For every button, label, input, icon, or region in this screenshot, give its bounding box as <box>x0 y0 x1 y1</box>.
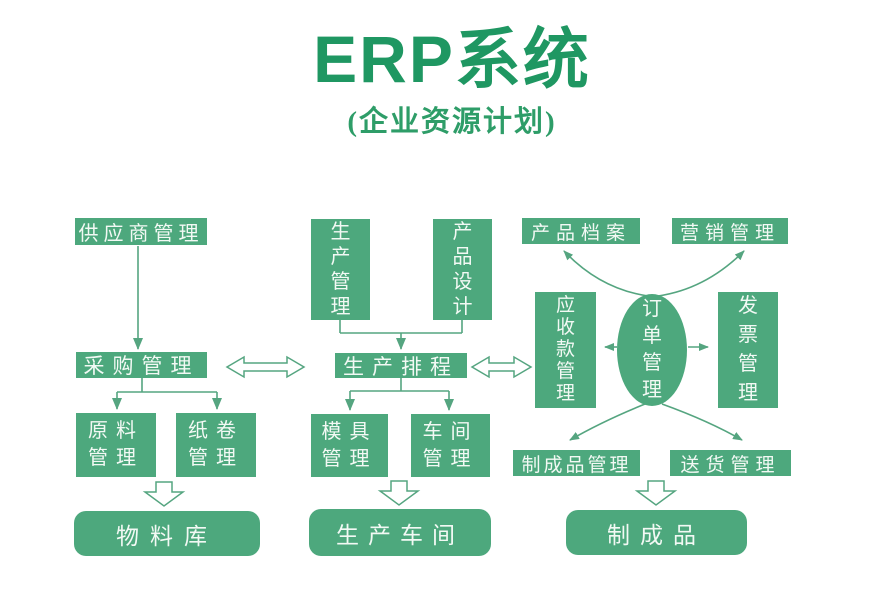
node-production-scheduling: 生产排程 <box>335 353 467 379</box>
curve-order-to-finished-goods-mgmt <box>569 403 646 441</box>
node-production-management: 生 产 管 理 <box>311 219 370 320</box>
node-purchasing-management: 采购管理 <box>76 352 207 378</box>
node-paper-roll-management: 纸卷 管理 <box>176 413 256 477</box>
node-marketing-management: 营销管理 <box>672 218 788 244</box>
node-product-design: 产 品 设 计 <box>433 219 492 320</box>
page-subtitle: (企业资源计划) <box>347 105 557 138</box>
curve-order-to-product-archive <box>563 250 649 297</box>
node-product-archive: 产品档案 <box>522 218 640 244</box>
block-arrow-to-material-warehouse <box>142 481 186 507</box>
curve-order-to-delivery <box>661 403 743 441</box>
node-receivables-management: 应 收 款 管 理 <box>535 292 596 408</box>
node-order-management: 订 单 管 理 <box>617 294 687 406</box>
node-mold-management: 模具 管理 <box>311 414 388 477</box>
block-arrow-to-production-workshop <box>377 480 421 506</box>
node-delivery-management: 送货管理 <box>670 450 791 476</box>
node-workshop-management: 车间 管理 <box>411 414 490 477</box>
node-raw-material-management: 原料 管理 <box>76 413 156 477</box>
node-material-warehouse: 物料库 <box>74 511 260 556</box>
double-arrow-purchasing-scheduling <box>225 355 306 379</box>
connector-purchasing-split <box>112 378 222 410</box>
connector-production-merge <box>339 320 463 350</box>
node-finished-goods-management: 制成品管理 <box>513 450 640 476</box>
page-title: ERP系统 <box>313 22 591 96</box>
double-arrow-scheduling-receivables <box>470 355 533 379</box>
diagram-header: ERP系统 (企业资源计划) <box>26 18 878 138</box>
curve-order-to-marketing <box>657 250 745 297</box>
block-arrow-to-finished-goods <box>634 480 678 506</box>
node-production-workshop: 生产车间 <box>309 509 491 556</box>
connector-scheduling-split <box>345 378 454 411</box>
node-finished-goods: 制成品 <box>566 510 747 555</box>
node-invoice-management: 发 票 管 理 <box>718 292 778 408</box>
node-supplier-management: 供应商管理 <box>75 218 207 245</box>
